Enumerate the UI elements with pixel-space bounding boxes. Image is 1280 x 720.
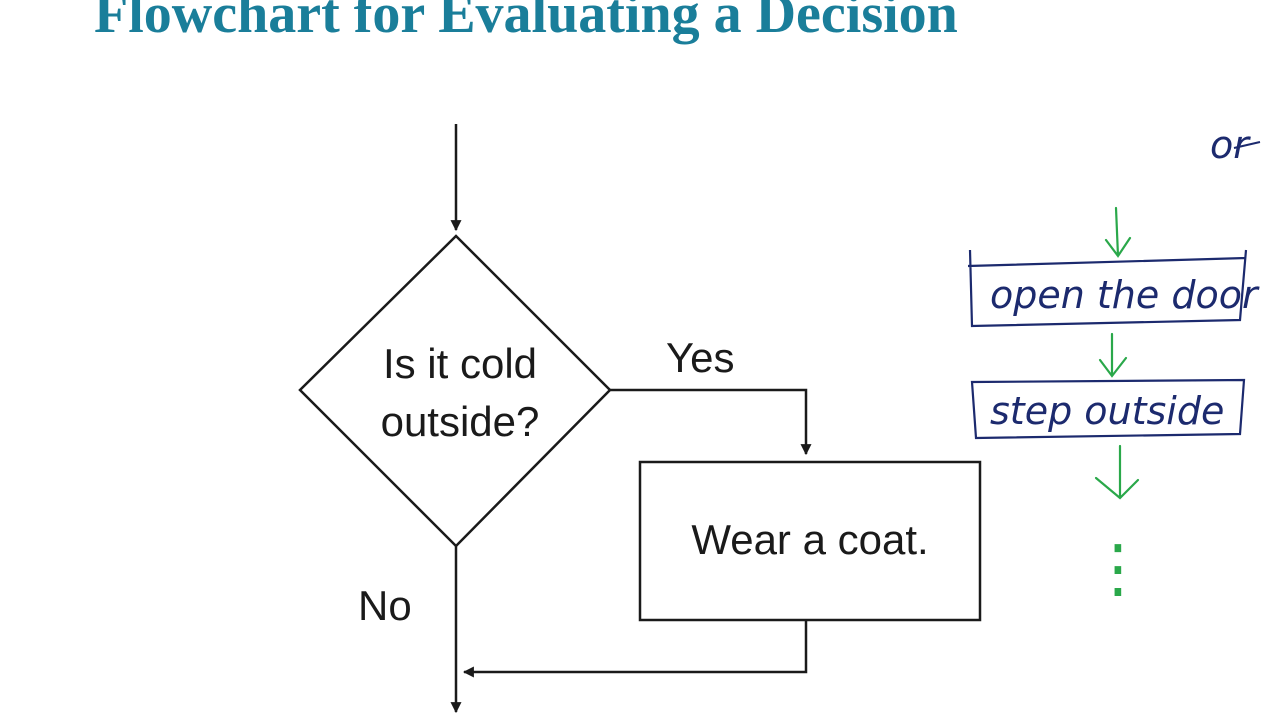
green-arrow-1 [1104,206,1132,258]
decision-diamond [298,234,612,548]
decision-label-line2: outside? [381,398,540,445]
green-arrow-2 [1098,332,1128,378]
merge-arrow [462,620,808,678]
step2-box [970,378,1246,440]
step1-text: open the door [990,273,1260,317]
decision-label-line1: Is it cold [383,340,537,387]
slide-title: Flowchart for Evaluating a Decision [94,0,958,45]
no-label: No [358,582,412,629]
handwritten-notes: or open the door step outside [967,123,1261,440]
green-arrows [1094,206,1140,500]
corner-note-stroke [1233,141,1261,149]
step2-text: step outside [990,389,1224,433]
continuation-dots: ⋮ [1086,532,1150,606]
green-arrow-3 [1094,444,1140,500]
step1-box [967,249,1248,328]
process-label: Wear a coat. [691,516,928,563]
process-box [638,460,982,622]
yes-label: Yes [666,334,735,381]
yes-branch-arrow [610,388,812,456]
